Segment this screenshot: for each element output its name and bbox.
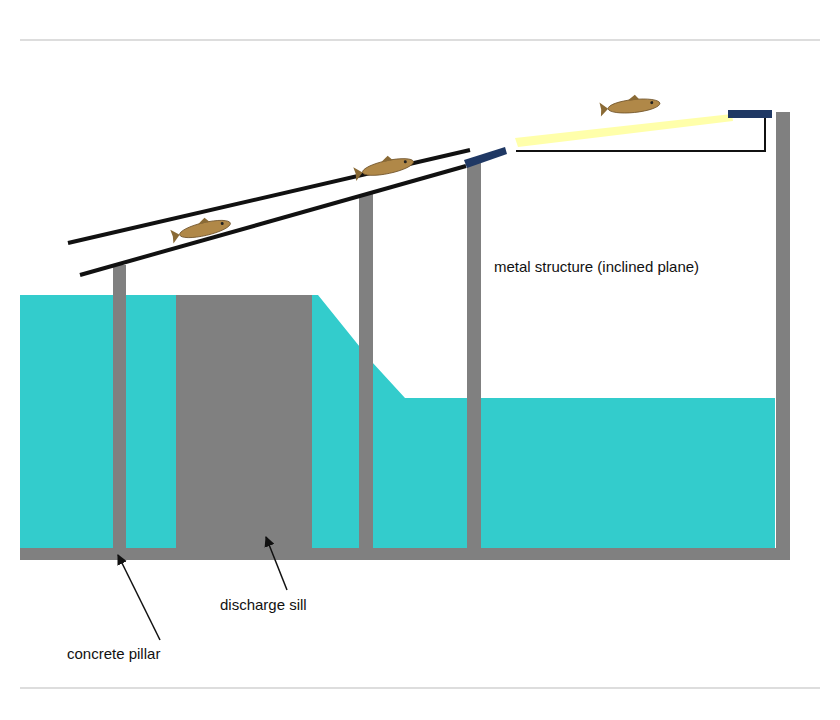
fish-eye	[220, 222, 224, 226]
leader-arrow	[118, 555, 160, 640]
inclined-plane	[66, 138, 520, 276]
upstream-water	[20, 295, 176, 549]
plane-rail	[80, 166, 466, 275]
joint-plate	[464, 147, 507, 168]
concrete-pillar	[467, 156, 481, 549]
fish-fin	[197, 217, 210, 225]
frame-line	[20, 40, 820, 41]
base-slab	[20, 548, 790, 560]
fish-tail	[599, 102, 608, 117]
fish-fin	[627, 94, 639, 100]
fish-icon	[169, 212, 232, 243]
concrete-pillar	[359, 186, 373, 549]
concrete-pillar	[776, 112, 790, 560]
leader-arrow	[266, 537, 287, 590]
fish-body	[361, 155, 415, 179]
frame-line	[20, 688, 820, 689]
fish-icon	[599, 92, 661, 116]
upper-plane	[515, 114, 733, 147]
concrete-pillar	[113, 265, 126, 549]
part-label: discharge sill	[220, 596, 307, 614]
fish-fin	[380, 155, 393, 162]
plane-rail	[68, 150, 470, 243]
end-plate	[728, 110, 772, 118]
support-frame	[516, 118, 765, 151]
fish-tail	[353, 166, 364, 181]
fish-eye	[650, 101, 653, 104]
fish-body	[178, 217, 232, 241]
fish-eye	[404, 160, 408, 164]
part-label: concrete pillar	[67, 645, 160, 663]
discharge-sill	[176, 295, 312, 549]
fish-icon	[352, 151, 414, 181]
downstream-water	[312, 295, 775, 549]
fish-tail	[170, 228, 181, 243]
part-label: metal structure (inclined plane)	[494, 258, 699, 276]
